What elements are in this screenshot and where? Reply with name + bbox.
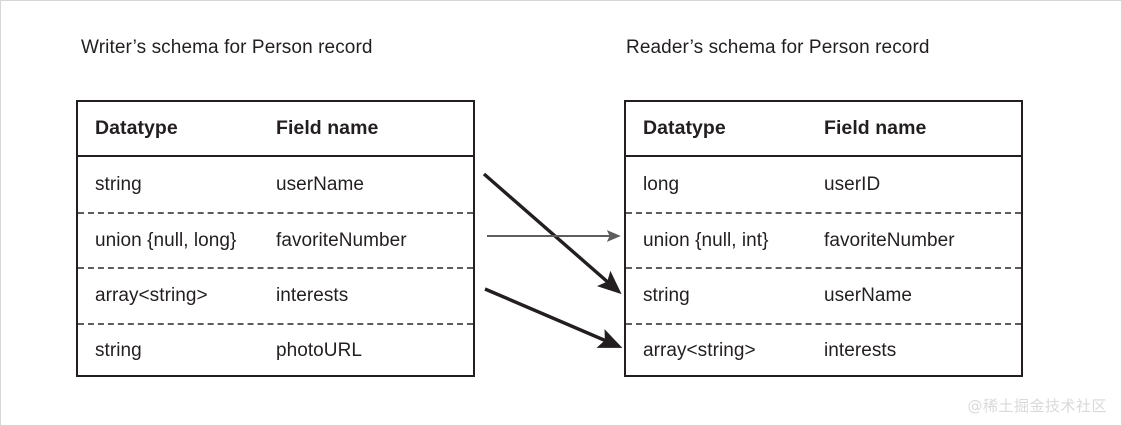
cell-field-name: userName — [824, 284, 913, 306]
table-header-row: Datatype Field name — [78, 102, 473, 157]
reader-panel-title: Reader’s schema for Person record — [626, 37, 930, 58]
table-row: array<string> interests — [78, 267, 473, 322]
table-row: string photoURL — [78, 322, 473, 378]
table-row: array<string> interests — [626, 322, 1021, 378]
column-header-field-name: Field name — [276, 117, 379, 139]
table-row: union {null, long} favoriteNumber — [78, 212, 473, 267]
column-header-field-name: Field name — [824, 117, 927, 139]
writer-panel-title: Writer’s schema for Person record — [81, 37, 373, 58]
cell-field-name: favoriteNumber — [276, 229, 407, 251]
table-row: string userName — [626, 267, 1021, 322]
cell-datatype: string — [95, 340, 142, 362]
writer-schema-table: Datatype Field name string userName unio… — [76, 100, 475, 377]
username-mapping-arrow — [482, 172, 622, 295]
table-header-row: Datatype Field name — [626, 102, 1021, 157]
cell-datatype: long — [643, 173, 680, 195]
cell-field-name: interests — [824, 340, 897, 362]
cell-field-name: interests — [276, 284, 349, 306]
reader-schema-table: Datatype Field name long userID union {n… — [624, 100, 1023, 377]
cell-field-name: userName — [276, 173, 365, 195]
table-row: union {null, int} favoriteNumber — [626, 212, 1021, 267]
cell-datatype: string — [95, 173, 142, 195]
interests-mapping-arrow — [484, 287, 623, 348]
cell-datatype: string — [643, 284, 690, 306]
column-header-datatype: Datatype — [95, 117, 178, 139]
cell-datatype: union {null, int} — [643, 229, 769, 251]
cell-field-name: favoriteNumber — [824, 229, 955, 251]
cell-datatype: union {null, long} — [95, 229, 237, 251]
cell-datatype: array<string> — [643, 340, 756, 362]
table-row: long userID — [626, 157, 1021, 212]
watermark-label: @稀土掘金技术社区 — [967, 397, 1107, 415]
cell-field-name: photoURL — [276, 340, 362, 362]
cell-datatype: array<string> — [95, 284, 208, 306]
table-row: string userName — [78, 157, 473, 212]
cell-field-name: userID — [824, 173, 881, 195]
column-header-datatype: Datatype — [643, 117, 726, 139]
